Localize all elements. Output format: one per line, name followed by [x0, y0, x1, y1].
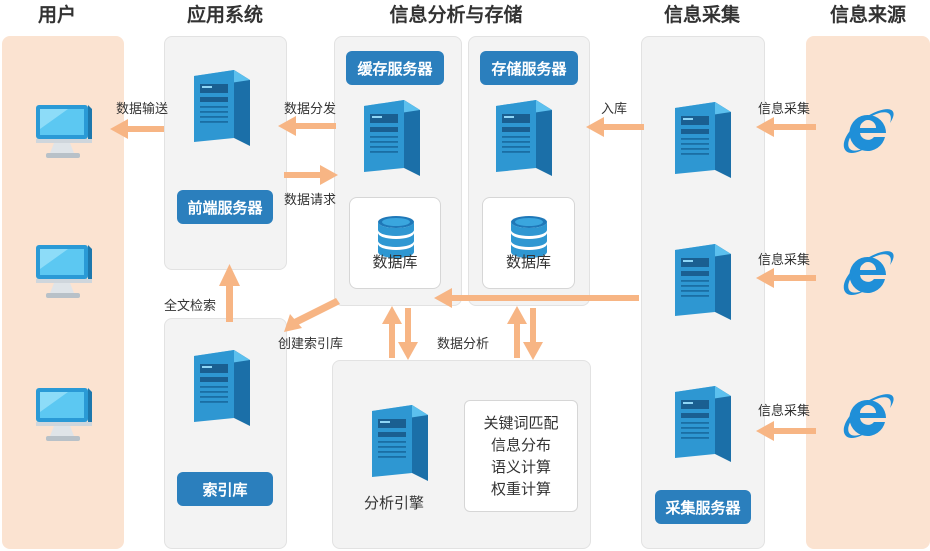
arrow-data-request [284, 172, 320, 178]
storage-database-label: 数据库 [505, 253, 551, 271]
engine-function-item: 信息分布 [490, 436, 551, 454]
engine-functions: 关键词匹配 信息分布 语义计算 权重计算 [464, 400, 578, 512]
edge-label-data-analysis: 数据分析 [437, 337, 490, 352]
edge-label-import: 入库 [601, 102, 628, 117]
engine-function-item: 关键词匹配 [483, 414, 559, 432]
column-title-source: 信息来源 [829, 4, 906, 26]
column-title-app: 应用系统 [186, 4, 263, 26]
arrow-fulltext-search [226, 284, 233, 322]
engine-function-item: 权重计算 [490, 480, 551, 498]
edge-label-data-send: 数据输送 [116, 102, 169, 117]
engine-label: 分析引擎 [364, 494, 425, 512]
edge-label-collect-1: 信息采集 [758, 102, 811, 117]
arrow-collect-1 [774, 124, 816, 130]
arrow-data-send [126, 126, 164, 132]
edge-label-collect-2: 信息采集 [758, 253, 811, 268]
column-title-user: 用户 [37, 4, 76, 26]
arrow-analysis-up-2 [514, 322, 520, 358]
cache-database-label: 数据库 [372, 253, 418, 271]
arrow-analysis-down-2 [530, 308, 536, 344]
edge-label-collect-3: 信息采集 [758, 404, 811, 419]
arrow-collect-to-cache [452, 295, 639, 301]
engine-function-item: 语义计算 [490, 458, 551, 476]
edge-label-data-dispatch: 数据分发 [284, 102, 337, 117]
collect-server-label[interactable]: 采集服务器 [655, 490, 751, 524]
edge-label-fulltext-search: 全文检索 [164, 299, 217, 314]
arrow-collect-2 [774, 275, 816, 281]
index-db-label[interactable]: 索引库 [177, 472, 273, 506]
arrow-create-index [292, 298, 340, 326]
edge-label-create-index: 创建索引库 [278, 337, 344, 352]
arrow-import [604, 124, 644, 130]
edge-label-data-request: 数据请求 [284, 193, 337, 208]
column-title-collect: 信息采集 [663, 4, 740, 26]
column-title-analysis: 信息分析与存储 [389, 4, 523, 26]
storage-server-label[interactable]: 存储服务器 [480, 51, 578, 85]
storage-database: 数据库 [482, 197, 575, 289]
front-server-label[interactable]: 前端服务器 [177, 190, 273, 224]
arrow-data-dispatch [294, 123, 336, 129]
cache-server-label[interactable]: 缓存服务器 [346, 51, 444, 85]
cache-database: 数据库 [349, 197, 441, 289]
arrow-collect-3 [774, 428, 816, 434]
arrow-analysis-up-1 [389, 322, 395, 358]
arrow-analysis-down-1 [405, 308, 411, 344]
